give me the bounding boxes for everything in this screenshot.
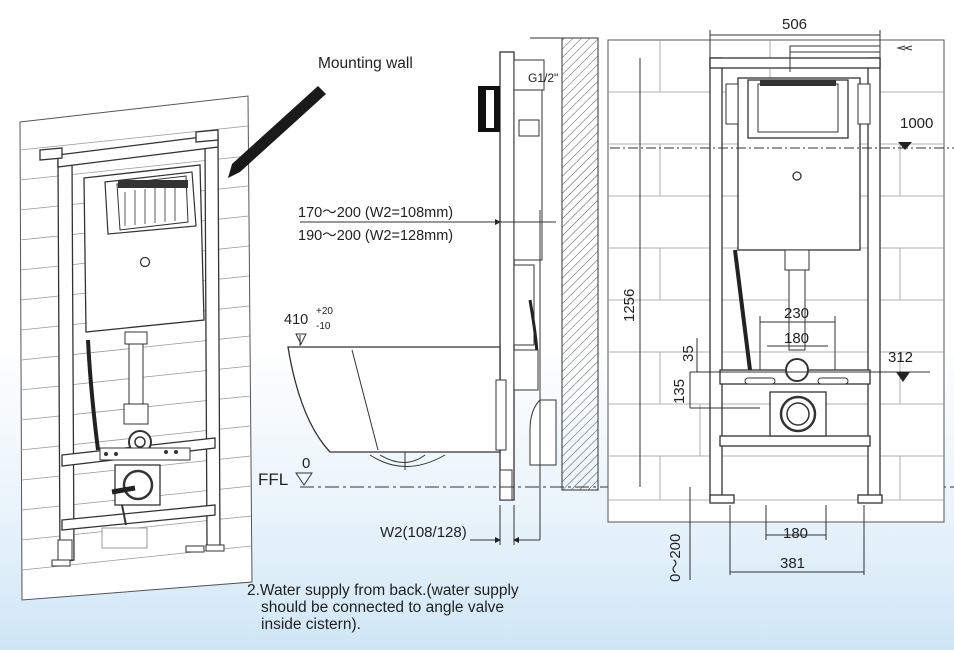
frame-width-label: 506 bbox=[782, 16, 807, 33]
front-view bbox=[607, 30, 954, 580]
water-supply-note: 2.Water supply from back.(water supply s… bbox=[247, 582, 519, 633]
perspective-view bbox=[19, 86, 326, 601]
bowl-height-label: 410 bbox=[284, 312, 308, 328]
dim-35-label: 35 bbox=[680, 345, 697, 362]
dim-230-label: 230 bbox=[784, 305, 809, 322]
dim-135-label: 135 bbox=[671, 379, 688, 404]
wc-bowl bbox=[287, 346, 501, 453]
ffl-zero-label: 0 bbox=[302, 455, 310, 472]
depth-label-1: 170～200 (W2=108mm) bbox=[298, 205, 453, 221]
tolerance-minus: -10 bbox=[316, 321, 331, 332]
side-view bbox=[287, 37, 599, 545]
wall-hatch bbox=[561, 37, 599, 491]
note-line-3: inside cistern). bbox=[261, 616, 361, 633]
ffl-label: FFL bbox=[258, 470, 288, 489]
height-1256-label: 1256 bbox=[621, 289, 638, 322]
dim-381-label: 381 bbox=[780, 555, 805, 572]
dim-0-200-label: 0～200 bbox=[667, 534, 684, 582]
w2-label: W2(108/128) bbox=[380, 524, 467, 541]
dim-180-top-label: 180 bbox=[784, 330, 809, 347]
mounting-wall-label: Mounting wall bbox=[318, 55, 413, 72]
note-line-2: should be connected to angle valve bbox=[261, 599, 505, 616]
height-1000-label: 1000 bbox=[900, 115, 933, 132]
note-line-1: 2.Water supply from back.(water supply bbox=[247, 582, 519, 599]
water-inlet-label: G1/2" bbox=[528, 71, 558, 85]
dim-180-bottom-label: 180 bbox=[783, 525, 808, 542]
mounting-wall-arrow bbox=[228, 86, 326, 178]
depth-label-2: 190～200 (W2=128mm) bbox=[298, 228, 453, 244]
tolerance-plus: +20 bbox=[316, 306, 333, 317]
dim-312-label: 312 bbox=[888, 349, 913, 366]
